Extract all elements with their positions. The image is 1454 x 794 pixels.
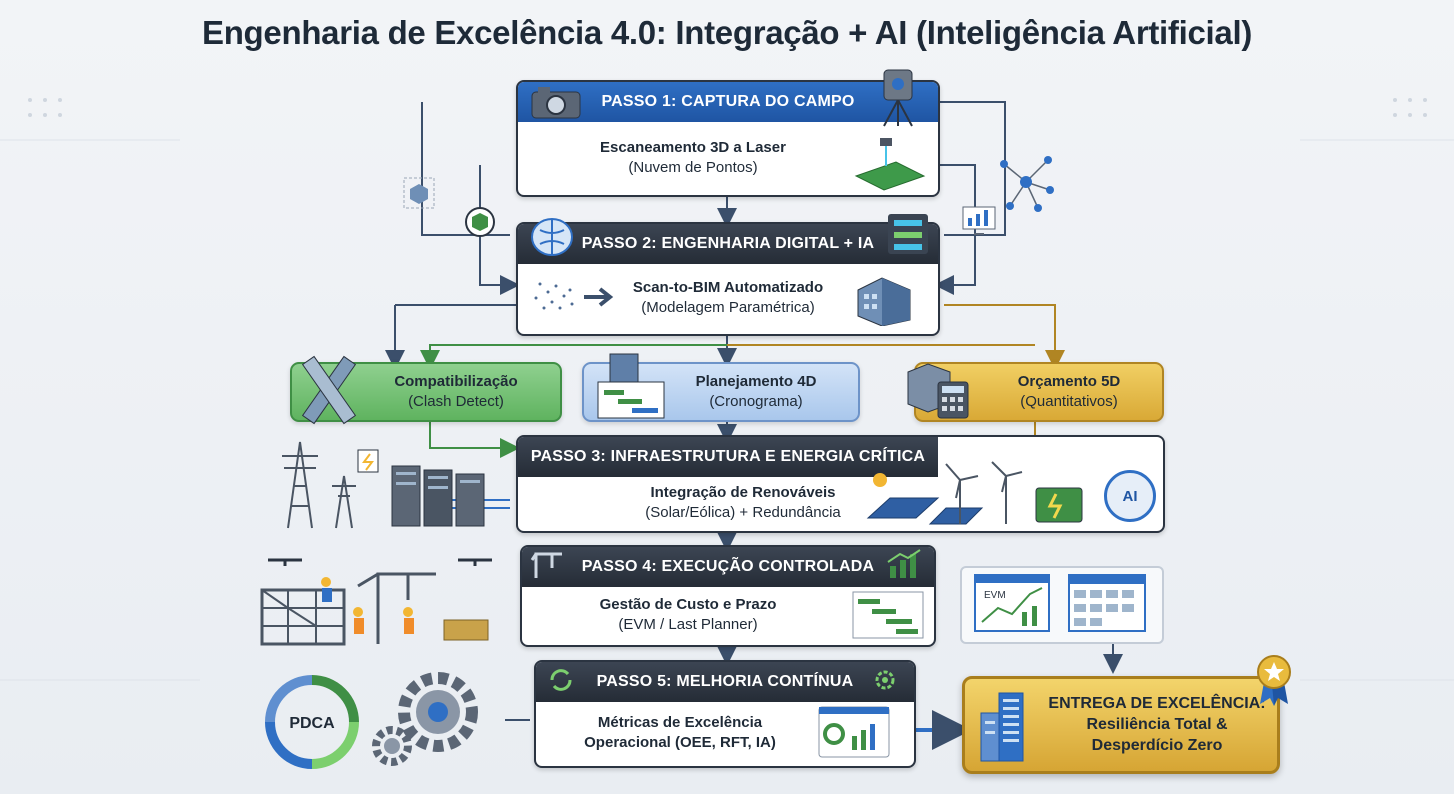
pdca-label: PDCA: [289, 715, 335, 732]
step-2-title: Scan-to-BIM Automatizado: [632, 279, 824, 296]
step-4-subtitle: (EVM / Last Planner): [618, 616, 758, 633]
branch-3-subtitle: (Quantitativos): [1020, 393, 1118, 410]
step-1-title: Escaneamento 3D a Laser: [600, 138, 786, 156]
cube-node-icon: [403, 177, 435, 209]
step-5-card: PASSO 5: MELHORIA CONTÍNUA Métricas de E…: [534, 660, 916, 768]
power-towers-datacenter-icon: [282, 441, 485, 529]
step-5-title: Métricas de Excelência: [597, 714, 763, 731]
construction-site-icon: [260, 558, 492, 646]
step-1-card: PASSO 1: CAPTURA DO CAMPO Escaneamento 3…: [516, 80, 940, 197]
clash-beams-icon: [301, 355, 357, 425]
step-1-subtitle: (Nuvem de Pontos): [628, 158, 758, 176]
camera-icon: [531, 87, 581, 119]
crane-icon: [530, 552, 562, 578]
cube-badge-icon: [465, 207, 495, 237]
gantt-schedule-icon: [597, 353, 665, 419]
laser-scanner-icon: [883, 69, 913, 127]
final-title: ENTREGA DE EXCELÊNCIA:: [1048, 695, 1266, 712]
step-4-header: PASSO 4: EXECUÇÃO CONTROLADA: [522, 547, 934, 587]
branch-2-subtitle: (Cronograma): [709, 393, 803, 410]
evm-chart-icon: EVM: [974, 574, 1050, 632]
award-badge-icon: [1257, 655, 1291, 706]
ai-brain-badge: AI: [1104, 470, 1156, 522]
pdca-cycle-icon: PDCA: [265, 675, 359, 769]
step-3-header: PASSO 3: INFRAESTRUTURA E ENERGIA CRÍTIC…: [518, 437, 938, 477]
step-4-title: Gestão de Custo e Prazo: [599, 596, 777, 613]
chart-trend-icon: [887, 549, 921, 578]
branch-2-title: Planejamento 4D: [695, 373, 817, 390]
point-cloud-grid-icon: [854, 138, 926, 191]
settings-gear-icon: [875, 670, 895, 690]
ai-label: AI: [1122, 487, 1138, 505]
calculator-building-icon: [907, 363, 969, 419]
refresh-cycle-icon: [550, 669, 572, 691]
bim-building-icon: [857, 277, 911, 326]
solar-wind-generator-icon: [866, 461, 1083, 525]
step-2-header: PASSO 2: ENGENHARIA DIGITAL + IA: [518, 224, 938, 264]
network-nodes-icon: [1000, 156, 1054, 212]
branch-1-title: Compatibilização: [394, 373, 518, 390]
brain-icon: [531, 218, 573, 256]
branch-3-title: Orçamento 5D: [1017, 373, 1121, 390]
branch-1-subtitle: (Clash Detect): [408, 393, 504, 410]
step-5-subtitle: Operacional (OEE, RFT, IA): [584, 734, 776, 751]
step-2-card: PASSO 2: ENGENHARIA DIGITAL + IA Scan-to…: [516, 222, 940, 336]
step-1-header: PASSO 1: CAPTURA DO CAMPO: [518, 82, 938, 122]
kpi-dashboard-icon: [818, 706, 890, 758]
gantt-chart-icon: [852, 591, 924, 639]
step-5-header: PASSO 5: MELHORIA CONTÍNUA: [536, 662, 914, 702]
final-line-3: Desperdício Zero: [1091, 737, 1223, 754]
step-4-card: PASSO 4: EXECUÇÃO CONTROLADA Gestão de C…: [520, 545, 936, 647]
server-rack-icon: [888, 214, 928, 254]
gears-icon: [372, 672, 478, 766]
calendar-grid-icon: [1068, 574, 1146, 632]
step-2-subtitle: (Modelagem Paramétrica): [641, 299, 815, 316]
final-delivery-card: ENTREGA DE EXCELÊNCIA: Resiliência Total…: [962, 676, 1280, 774]
final-line-2: Resiliência Total &: [1086, 716, 1228, 733]
branch-orcamento-5d: Orçamento 5D (Quantitativos): [914, 362, 1164, 422]
step-3-subtitle: (Solar/Eólica) + Redundância: [645, 504, 841, 521]
monitor-chart-icon: [962, 206, 996, 235]
page-title: Engenharia de Excelência 4.0: Integração…: [201, 14, 1253, 51]
point-cloud-to-bim-icon: [534, 282, 614, 310]
step-3-title: Integração de Renováveis: [650, 484, 836, 501]
skyscraper-icon: [980, 692, 1024, 762]
evm-label: EVM: [984, 590, 1006, 601]
